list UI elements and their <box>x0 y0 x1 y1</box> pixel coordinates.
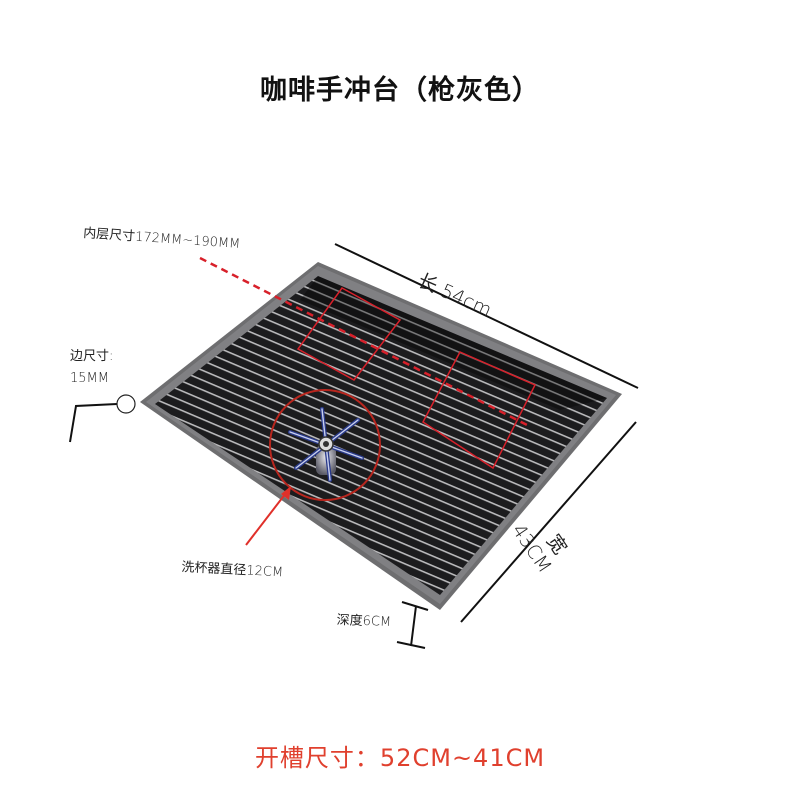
edge-size-value: 15MM <box>70 371 109 386</box>
page-title: 咖啡手冲台（枪灰色） <box>260 75 540 106</box>
cup-washer-icon <box>288 407 364 482</box>
slot-size-label: 开槽尺寸：52CM~41CM <box>254 744 546 772</box>
inner-size-dashed-line <box>199 256 528 427</box>
length-dimension-line <box>334 243 639 389</box>
edge-size-title: 边尺寸: <box>70 349 114 364</box>
sink-basin-ribs <box>155 276 607 595</box>
width-dimension-line <box>460 421 637 623</box>
cup-washer-circle <box>269 389 381 501</box>
depth-label: 深度6CM <box>336 612 392 630</box>
cup-washer-arrow <box>245 492 287 546</box>
depth-marker <box>396 641 426 649</box>
edge-circle-marker <box>116 394 136 414</box>
edge-size-label: 边尺寸: 15MM <box>70 346 113 390</box>
edge-leader-line <box>69 403 118 443</box>
